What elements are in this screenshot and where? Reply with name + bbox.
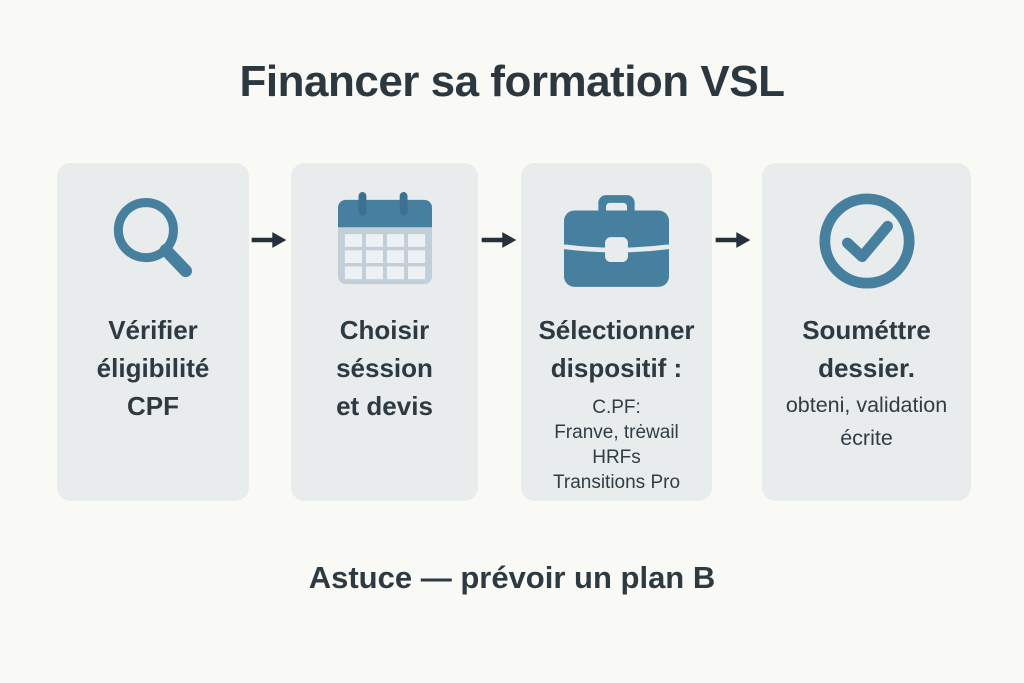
step-detail-line: C.PF: — [592, 397, 641, 418]
step-detail-line: écrite — [840, 426, 893, 450]
briefcase-icon — [564, 191, 669, 291]
tip-text: Astuce — prévoir un plan B — [308, 560, 716, 595]
step-title-line: dispositif : — [550, 353, 683, 383]
step-title-line: CPF — [127, 391, 179, 421]
magnifier-icon — [106, 191, 201, 291]
step-title: Choisir séssion et devis — [336, 311, 433, 425]
step-card-selectionner-dispositif: Sélectionner dispositif : C.PF: Franve, … — [521, 163, 712, 501]
step-detail-line: HRFs — [592, 447, 641, 468]
calendar-icon — [337, 191, 432, 291]
step-detail-line: Franve, trėwail — [554, 422, 679, 443]
step-title-line: et devis — [336, 391, 433, 421]
step-title-line: éligibilité — [96, 353, 210, 383]
page-title: Financer sa formation VSL — [239, 57, 785, 106]
step-title: Vérifier éligibilité CPF — [97, 311, 210, 425]
step-detail-line: obteni, validation — [785, 393, 948, 417]
step-title: Souméttre dessier. — [802, 311, 931, 387]
step-card-verifier-eligibilite: Vérifier éligibilité CPF — [57, 163, 249, 501]
check-circle-icon — [818, 191, 916, 291]
step-title-line: Vérifier — [108, 315, 198, 345]
step-details: C.PF: Franve, trėwail HRFs Transitions P… — [553, 395, 680, 495]
step-title-line: séssion — [336, 353, 433, 383]
step-card-choisir-session: Choisir séssion et devis — [291, 163, 478, 501]
step-title-line: Souméttre — [802, 315, 931, 345]
step-title-line: Sélectionner — [538, 315, 695, 345]
step-title: Sélectionner dispositif : — [538, 311, 694, 387]
step-details: obteni, validation écrite — [786, 389, 947, 455]
arrow-right-icon — [481, 232, 517, 248]
arrow-right-icon — [251, 232, 287, 248]
step-card-soumettre-dossier: Souméttre dessier. obteni, validation éc… — [762, 163, 971, 501]
step-detail-line: Transitions Pro — [552, 472, 681, 493]
step-title-line: Choisir — [339, 315, 430, 345]
arrow-right-icon — [715, 232, 751, 248]
step-title-line: dessier. — [818, 353, 915, 383]
